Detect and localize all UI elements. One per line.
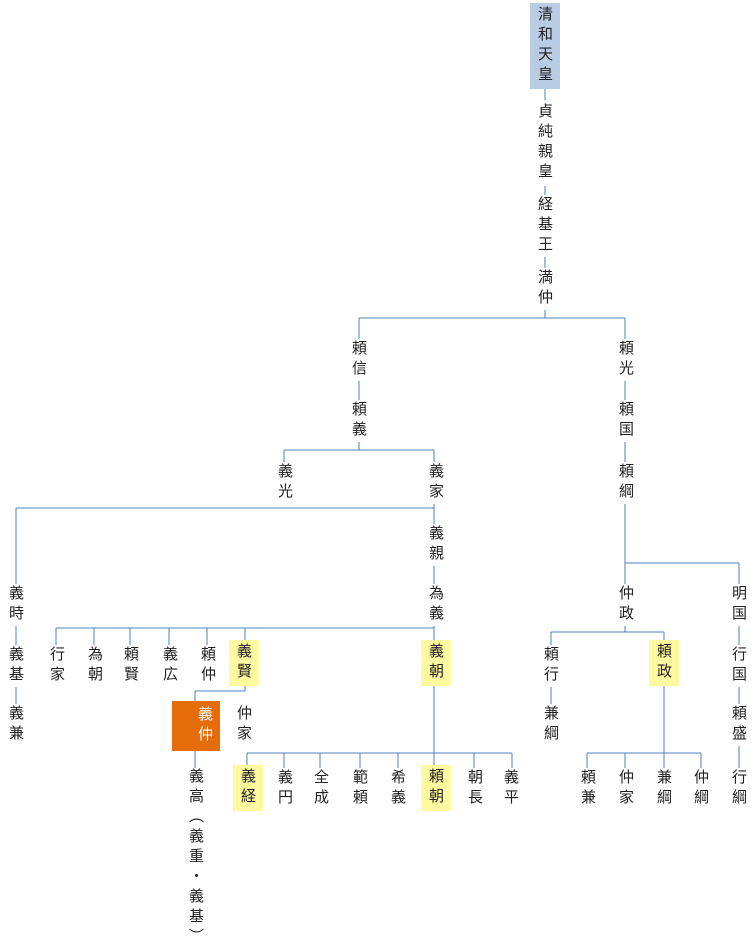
node-yorimitsu: 頼光 [617, 340, 635, 380]
node-yoshimitsu: 義光 [276, 463, 294, 503]
node-yoshinaka: 義仲 [172, 701, 220, 751]
node-yorimori: 頼盛 [730, 705, 748, 745]
node-tametomo: 為朝 [86, 646, 104, 686]
node-gien: 義円 [276, 769, 294, 809]
node-mitsunaka: 満仲 [536, 269, 554, 309]
node-yoshitoki: 義時 [7, 585, 25, 625]
node-akikuni: 明国 [730, 585, 748, 625]
node-yoshimoto: 義基 [7, 646, 25, 686]
node-yoshitomo: 義朝 [421, 640, 451, 686]
node-nakatsuna: 仲綱 [692, 769, 710, 809]
node-yoritsuna: 頼綱 [617, 463, 635, 503]
node-yorinaka: 頼仲 [199, 646, 217, 686]
node-yorikane: 頼兼 [579, 769, 597, 809]
node-yukitsuna: 行綱 [730, 769, 748, 809]
node-nakamasa: 仲政 [617, 585, 635, 625]
node-yoshichika: 義親 [427, 525, 445, 565]
node-yoriyuki: 頼行 [542, 646, 560, 686]
node-mareyoshi: 希義 [389, 769, 407, 809]
node-yukiie: 行家 [48, 646, 66, 686]
node-yoshikane: 義兼 [7, 705, 25, 745]
node-yoshihiro: 義広 [161, 646, 179, 686]
node-yoriyoshi: 頼義 [350, 401, 368, 441]
node-nakaie-g: 仲家 [235, 705, 253, 745]
node-yorikuni: 頼国 [617, 401, 635, 441]
node-seiwa: 清和天皇 [530, 3, 560, 89]
node-yoshikata: 義賢 [229, 640, 259, 686]
node-noriyori: 範頼 [351, 769, 369, 809]
node-kanetsuna-r: 兼綱 [655, 769, 673, 809]
node-zenjo: 全成 [312, 769, 330, 809]
node-tsunemoto: 経基王 [536, 196, 554, 256]
node-yorinobu: 頼信 [350, 340, 368, 380]
node-yoshihira: 義平 [502, 769, 520, 809]
node-yoritomo: 頼朝 [421, 765, 451, 811]
node-yorimasa: 頼政 [649, 640, 679, 686]
node-yoshitsune: 義経 [233, 765, 263, 811]
node-tomonaga: 朝長 [466, 769, 484, 809]
node-yukikuni: 行国 [730, 646, 748, 686]
node-tameyoshi: 為義 [427, 585, 445, 625]
node-yorikata: 頼賢 [122, 646, 140, 686]
node-yoshitaka: 義高（義重・義基） [187, 768, 205, 936]
node-sadazumi: 貞純親皇 [536, 103, 554, 183]
node-nakaie-y: 仲家 [617, 769, 635, 809]
node-yoshiie: 義家 [427, 463, 445, 503]
node-kanetsuna-l: 兼綱 [542, 705, 560, 745]
